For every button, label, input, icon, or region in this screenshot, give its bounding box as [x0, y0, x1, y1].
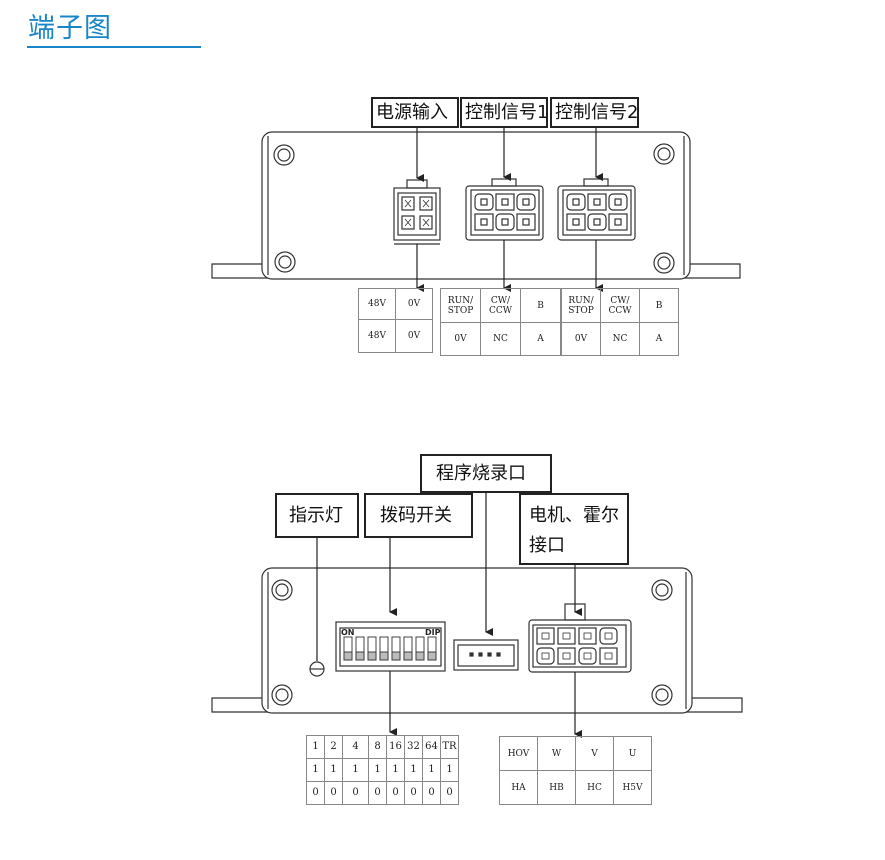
- table-cell: H5V: [613, 770, 652, 805]
- table-cell: 1: [324, 758, 343, 782]
- table-row: HOV W V U: [499, 736, 652, 771]
- table-cell: 0V: [395, 288, 433, 320]
- table-cell: U: [613, 736, 652, 771]
- table-cell: NC: [600, 322, 640, 356]
- callout-motor-hall-line-2: 接口: [529, 535, 565, 556]
- table-row: 0V NC A: [561, 322, 679, 356]
- callout-control-signal-1: 控制信号1: [460, 97, 548, 128]
- table-cell: A: [639, 322, 679, 356]
- control-2-pin-table: RUN/ STOP CW/ CCW B 0V NC A: [561, 288, 679, 356]
- table-row: HA HB HC H5V: [499, 770, 652, 805]
- top-driver-housing: [211, 131, 741, 280]
- table-cell: HC: [575, 770, 614, 805]
- table-cell: HA: [499, 770, 538, 805]
- table-cell: 8: [368, 735, 387, 759]
- table-cell: A: [520, 322, 561, 356]
- callout-power-input: 电源输入: [371, 97, 459, 128]
- table-row: RUN/ STOP CW/ CCW B: [440, 288, 561, 323]
- dip-switch: [335, 621, 446, 672]
- title-underline: [27, 46, 201, 48]
- table-cell: 1: [422, 758, 441, 782]
- table-cell: HOV: [499, 736, 538, 771]
- table-cell: 0: [440, 781, 459, 805]
- table-row: 1 2 4 8 16 32 64 TR: [306, 735, 459, 759]
- table-cell: CW/ CCW: [600, 288, 640, 323]
- top-mounting-holes: [273, 143, 675, 274]
- table-cell: 0V: [395, 319, 433, 353]
- table-cell: 16: [386, 735, 405, 759]
- bottom-mounting-holes: [271, 579, 673, 706]
- table-cell: 4: [342, 735, 369, 759]
- table-cell: 1: [306, 735, 325, 759]
- table-cell: 0: [386, 781, 405, 805]
- table-cell: V: [575, 736, 614, 771]
- control-1-pin-table: RUN/ STOP CW/ CCW B 0V NC A: [440, 288, 561, 356]
- callout-motor-hall-interface: 电机、霍尔 接口: [519, 493, 629, 565]
- table-cell: 48V: [358, 288, 396, 320]
- page-title: 端子图: [28, 13, 112, 44]
- table-cell: 32: [404, 735, 423, 759]
- callout-motor-hall-line-1: 电机、霍尔: [529, 505, 619, 526]
- table-cell: 1: [306, 758, 325, 782]
- power-pin-table: 48V 0V 48V 0V: [358, 288, 433, 353]
- table-cell: 1: [368, 758, 387, 782]
- table-row: 0 0 0 0 0 0 0 0: [306, 781, 459, 805]
- table-cell: 0: [324, 781, 343, 805]
- table-cell: 0: [404, 781, 423, 805]
- table-cell: RUN/ STOP: [440, 288, 481, 323]
- table-cell: TR: [440, 735, 459, 759]
- table-row: 0V NC A: [440, 322, 561, 356]
- table-cell: W: [537, 736, 576, 771]
- table-row: 48V 0V: [358, 319, 433, 353]
- table-cell: 0V: [440, 322, 481, 356]
- table-cell: 0: [306, 781, 325, 805]
- table-cell: 64: [422, 735, 441, 759]
- table-cell: 2: [324, 735, 343, 759]
- bottom-leader-arrows: [316, 492, 582, 738]
- table-cell: 1: [386, 758, 405, 782]
- motor-hall-connector: [528, 603, 632, 673]
- dip-switch-table: 1 2 4 8 16 32 64 TR 1 1 1 1 1 1 1 1 0 0 …: [306, 735, 459, 805]
- dip-dip-label: DIP: [425, 628, 441, 637]
- table-row: 48V 0V: [358, 288, 433, 320]
- callout-control-signal-2: 控制信号2: [550, 97, 639, 128]
- table-cell: 1: [342, 758, 369, 782]
- callout-programming-port: 程序烧录口: [420, 454, 552, 493]
- motor-hall-pin-table: HOV W V U HA HB HC H5V: [499, 736, 652, 805]
- table-row: RUN/ STOP CW/ CCW B: [561, 288, 679, 323]
- callout-indicator-led: 指示灯: [275, 493, 359, 538]
- table-cell: 0: [422, 781, 441, 805]
- callout-dip-switch: 拨码开关: [364, 493, 473, 538]
- top-leader-arrows: [416, 128, 603, 292]
- table-cell: 1: [440, 758, 459, 782]
- table-cell: B: [639, 288, 679, 323]
- table-cell: 48V: [358, 319, 396, 353]
- table-cell: 0V: [561, 322, 601, 356]
- dip-on-label: ON: [341, 628, 355, 637]
- table-cell: 1: [404, 758, 423, 782]
- indicator-led: [309, 661, 325, 677]
- programming-port: [453, 639, 519, 671]
- table-cell: RUN/ STOP: [561, 288, 601, 323]
- table-cell: 0: [368, 781, 387, 805]
- table-row: 1 1 1 1 1 1 1 1: [306, 758, 459, 782]
- table-cell: CW/ CCW: [480, 288, 521, 323]
- table-cell: B: [520, 288, 561, 323]
- table-cell: 0: [342, 781, 369, 805]
- control-signal-2-connector: [557, 178, 636, 241]
- table-cell: HB: [537, 770, 576, 805]
- table-cell: NC: [480, 322, 521, 356]
